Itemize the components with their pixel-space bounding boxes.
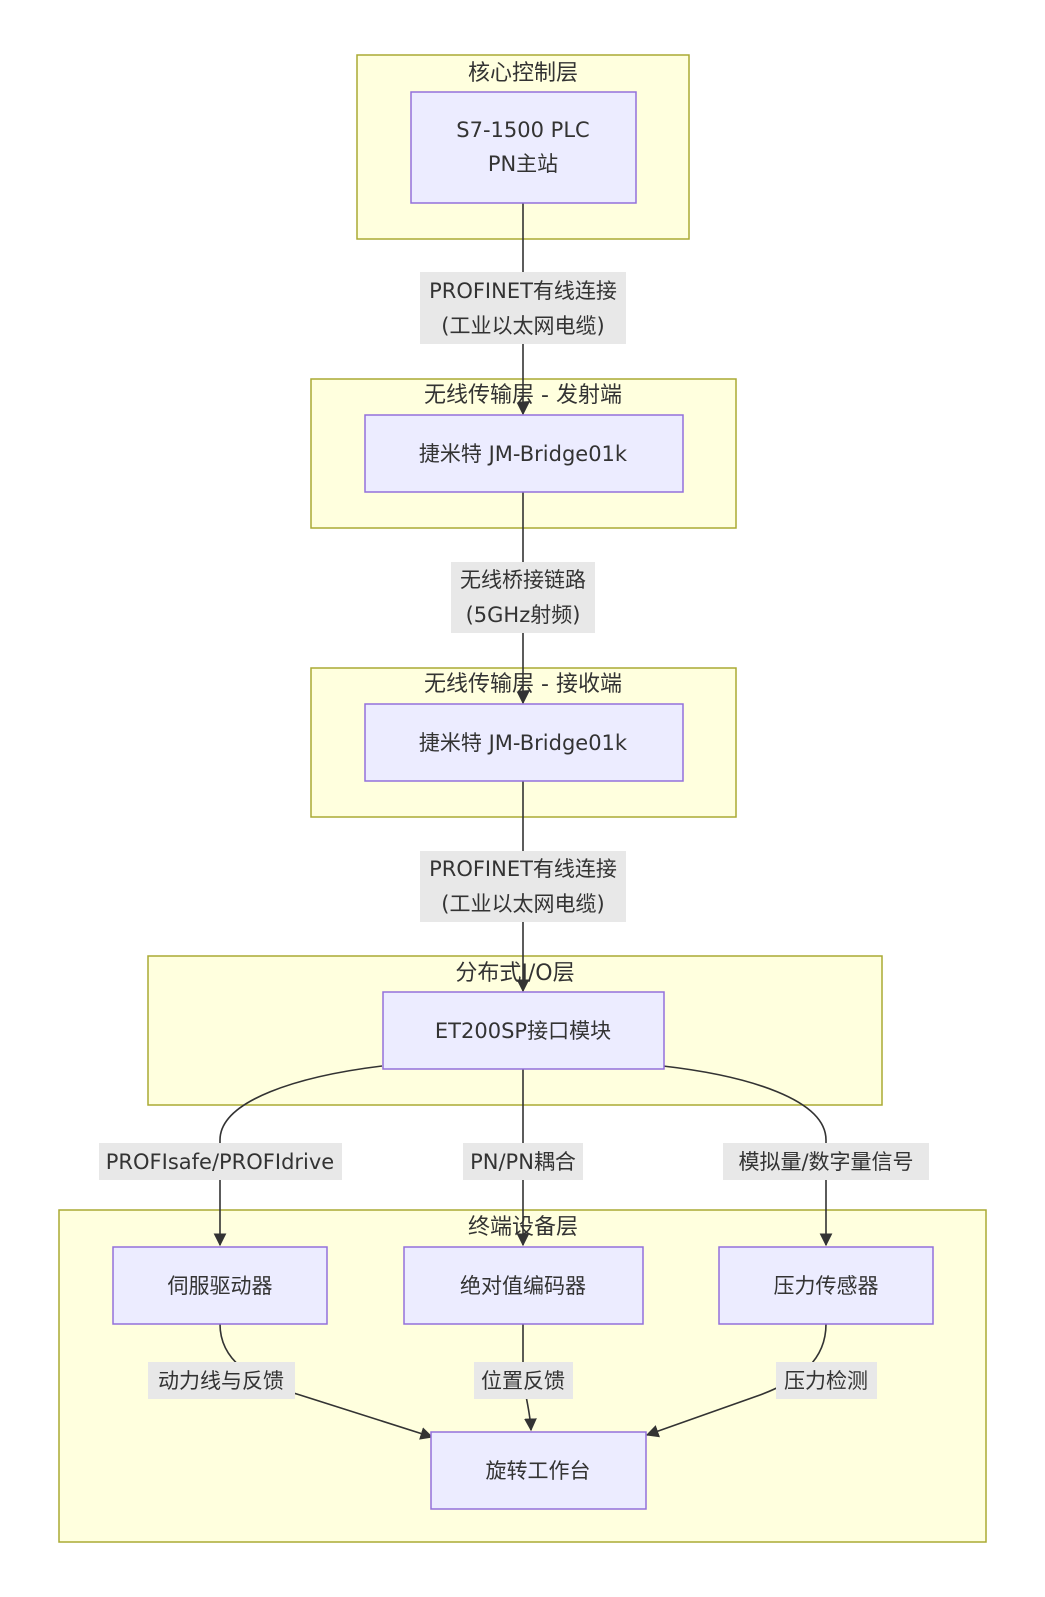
- edge-et200sp-to-servo: [213, 1065, 383, 1247]
- edge-label-bridge-tx-to-rx-line1: 无线桥接链路: [460, 568, 586, 592]
- node-s7-1500-plc-line1: S7-1500 PLC: [456, 118, 589, 142]
- edge-label-pressure-to-table-text: 压力检测: [784, 1369, 868, 1393]
- node-et200sp-interface-label: ET200SP接口模块: [435, 1019, 611, 1043]
- edge-et200sp-to-pressure: [662, 1065, 833, 1247]
- edge-label-et200sp-to-servo-text: PROFIsafe/PROFIdrive: [106, 1150, 334, 1174]
- node-bridge-transmitter: 捷米特 JM-Bridge01k: [364, 414, 684, 493]
- node-absolute-encoder-label: 绝对值编码器: [460, 1274, 586, 1298]
- edge-label-pressure-to-table: 压力检测: [776, 1362, 877, 1399]
- edge-label-et200sp-to-servo: PROFIsafe/PROFIdrive: [99, 1143, 342, 1180]
- edge-label-et200sp-to-encoder: PN/PN耦合: [463, 1143, 583, 1180]
- cluster-core-control-title: 核心控制层: [468, 61, 578, 86]
- cluster-distributed-io-title: 分布式I/O层: [455, 961, 574, 986]
- node-bridge-receiver: 捷米特 JM-Bridge01k: [364, 703, 684, 782]
- node-rotary-table: 旋转工作台: [430, 1431, 647, 1510]
- edge-label-encoder-to-table-text: 位置反馈: [481, 1369, 565, 1393]
- node-bridge-transmitter-label: 捷米特 JM-Bridge01k: [419, 442, 628, 466]
- edge-label-et200sp-to-encoder-text: PN/PN耦合: [470, 1150, 576, 1174]
- edge-label-et200sp-to-pressure-text: 模拟量/数字量信号: [738, 1150, 913, 1174]
- edge-label-servo-to-table-text: 动力线与反馈: [158, 1369, 284, 1393]
- node-s7-1500-plc-line2: PN主站: [488, 152, 558, 176]
- edge-label-bridge-rx-to-et200sp-line2: (工业以太网电缆): [441, 892, 604, 916]
- node-servo-drive: 伺服驱动器: [112, 1246, 328, 1325]
- edge-label-bridge-tx-to-rx: 无线桥接链路 (5GHz射频): [451, 562, 595, 633]
- edge-label-et200sp-to-pressure: 模拟量/数字量信号: [723, 1143, 929, 1180]
- node-pressure-sensor-label: 压力传感器: [774, 1274, 879, 1298]
- node-absolute-encoder: 绝对值编码器: [403, 1246, 644, 1325]
- edge-label-plc-to-bridge-tx-line1: PROFINET有线连接: [429, 279, 617, 303]
- edge-label-bridge-tx-to-rx-line2: (5GHz射频): [466, 603, 581, 627]
- edge-label-encoder-to-table: 位置反馈: [474, 1362, 573, 1399]
- node-s7-1500-plc: S7-1500 PLC PN主站: [410, 91, 637, 204]
- edge-label-bridge-rx-to-et200sp: PROFINET有线连接 (工业以太网电缆): [420, 851, 626, 922]
- node-bridge-receiver-label: 捷米特 JM-Bridge01k: [419, 731, 628, 755]
- edge-label-servo-to-table: 动力线与反馈: [148, 1362, 295, 1399]
- node-rotary-table-label: 旋转工作台: [486, 1459, 591, 1483]
- edge-label-plc-to-bridge-tx: PROFINET有线连接 (工业以太网电缆): [420, 272, 626, 344]
- edge-label-bridge-rx-to-et200sp-line1: PROFINET有线连接: [429, 857, 617, 881]
- node-pressure-sensor: 压力传感器: [718, 1246, 934, 1325]
- edge-label-plc-to-bridge-tx-line2: (工业以太网电缆): [441, 314, 604, 338]
- node-et200sp-interface: ET200SP接口模块: [382, 991, 665, 1070]
- node-servo-drive-label: 伺服驱动器: [168, 1274, 273, 1298]
